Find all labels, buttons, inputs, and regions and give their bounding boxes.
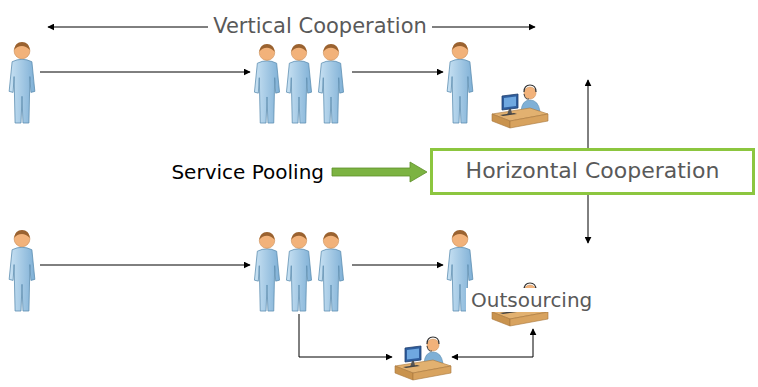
green-arrow <box>332 162 427 182</box>
person-icon <box>286 232 311 311</box>
outsourcing-label: Outsourcing <box>466 288 597 312</box>
person-icon <box>254 44 279 123</box>
person-icon <box>447 42 473 123</box>
operator-icon <box>492 85 548 128</box>
person-icon <box>254 232 279 311</box>
person-icon <box>318 44 343 123</box>
flow-arrow <box>40 265 250 266</box>
person-icon <box>9 230 35 311</box>
group-label: Vertical Cooperation <box>208 14 432 39</box>
person-icon <box>9 42 35 123</box>
flow-arrow <box>352 72 443 73</box>
person-icon <box>318 232 343 311</box>
flow-arrow <box>299 314 392 357</box>
cooperation-box: Horizontal Cooperation <box>430 148 755 195</box>
double-arrow <box>452 329 533 357</box>
flow-arrow <box>352 265 443 266</box>
person-icon <box>286 44 311 123</box>
operator-icon <box>395 337 451 380</box>
box-text: Horizontal Cooperation <box>466 158 720 184</box>
service-label: Service Pooling <box>171 160 324 184</box>
flow-arrow <box>40 72 250 73</box>
